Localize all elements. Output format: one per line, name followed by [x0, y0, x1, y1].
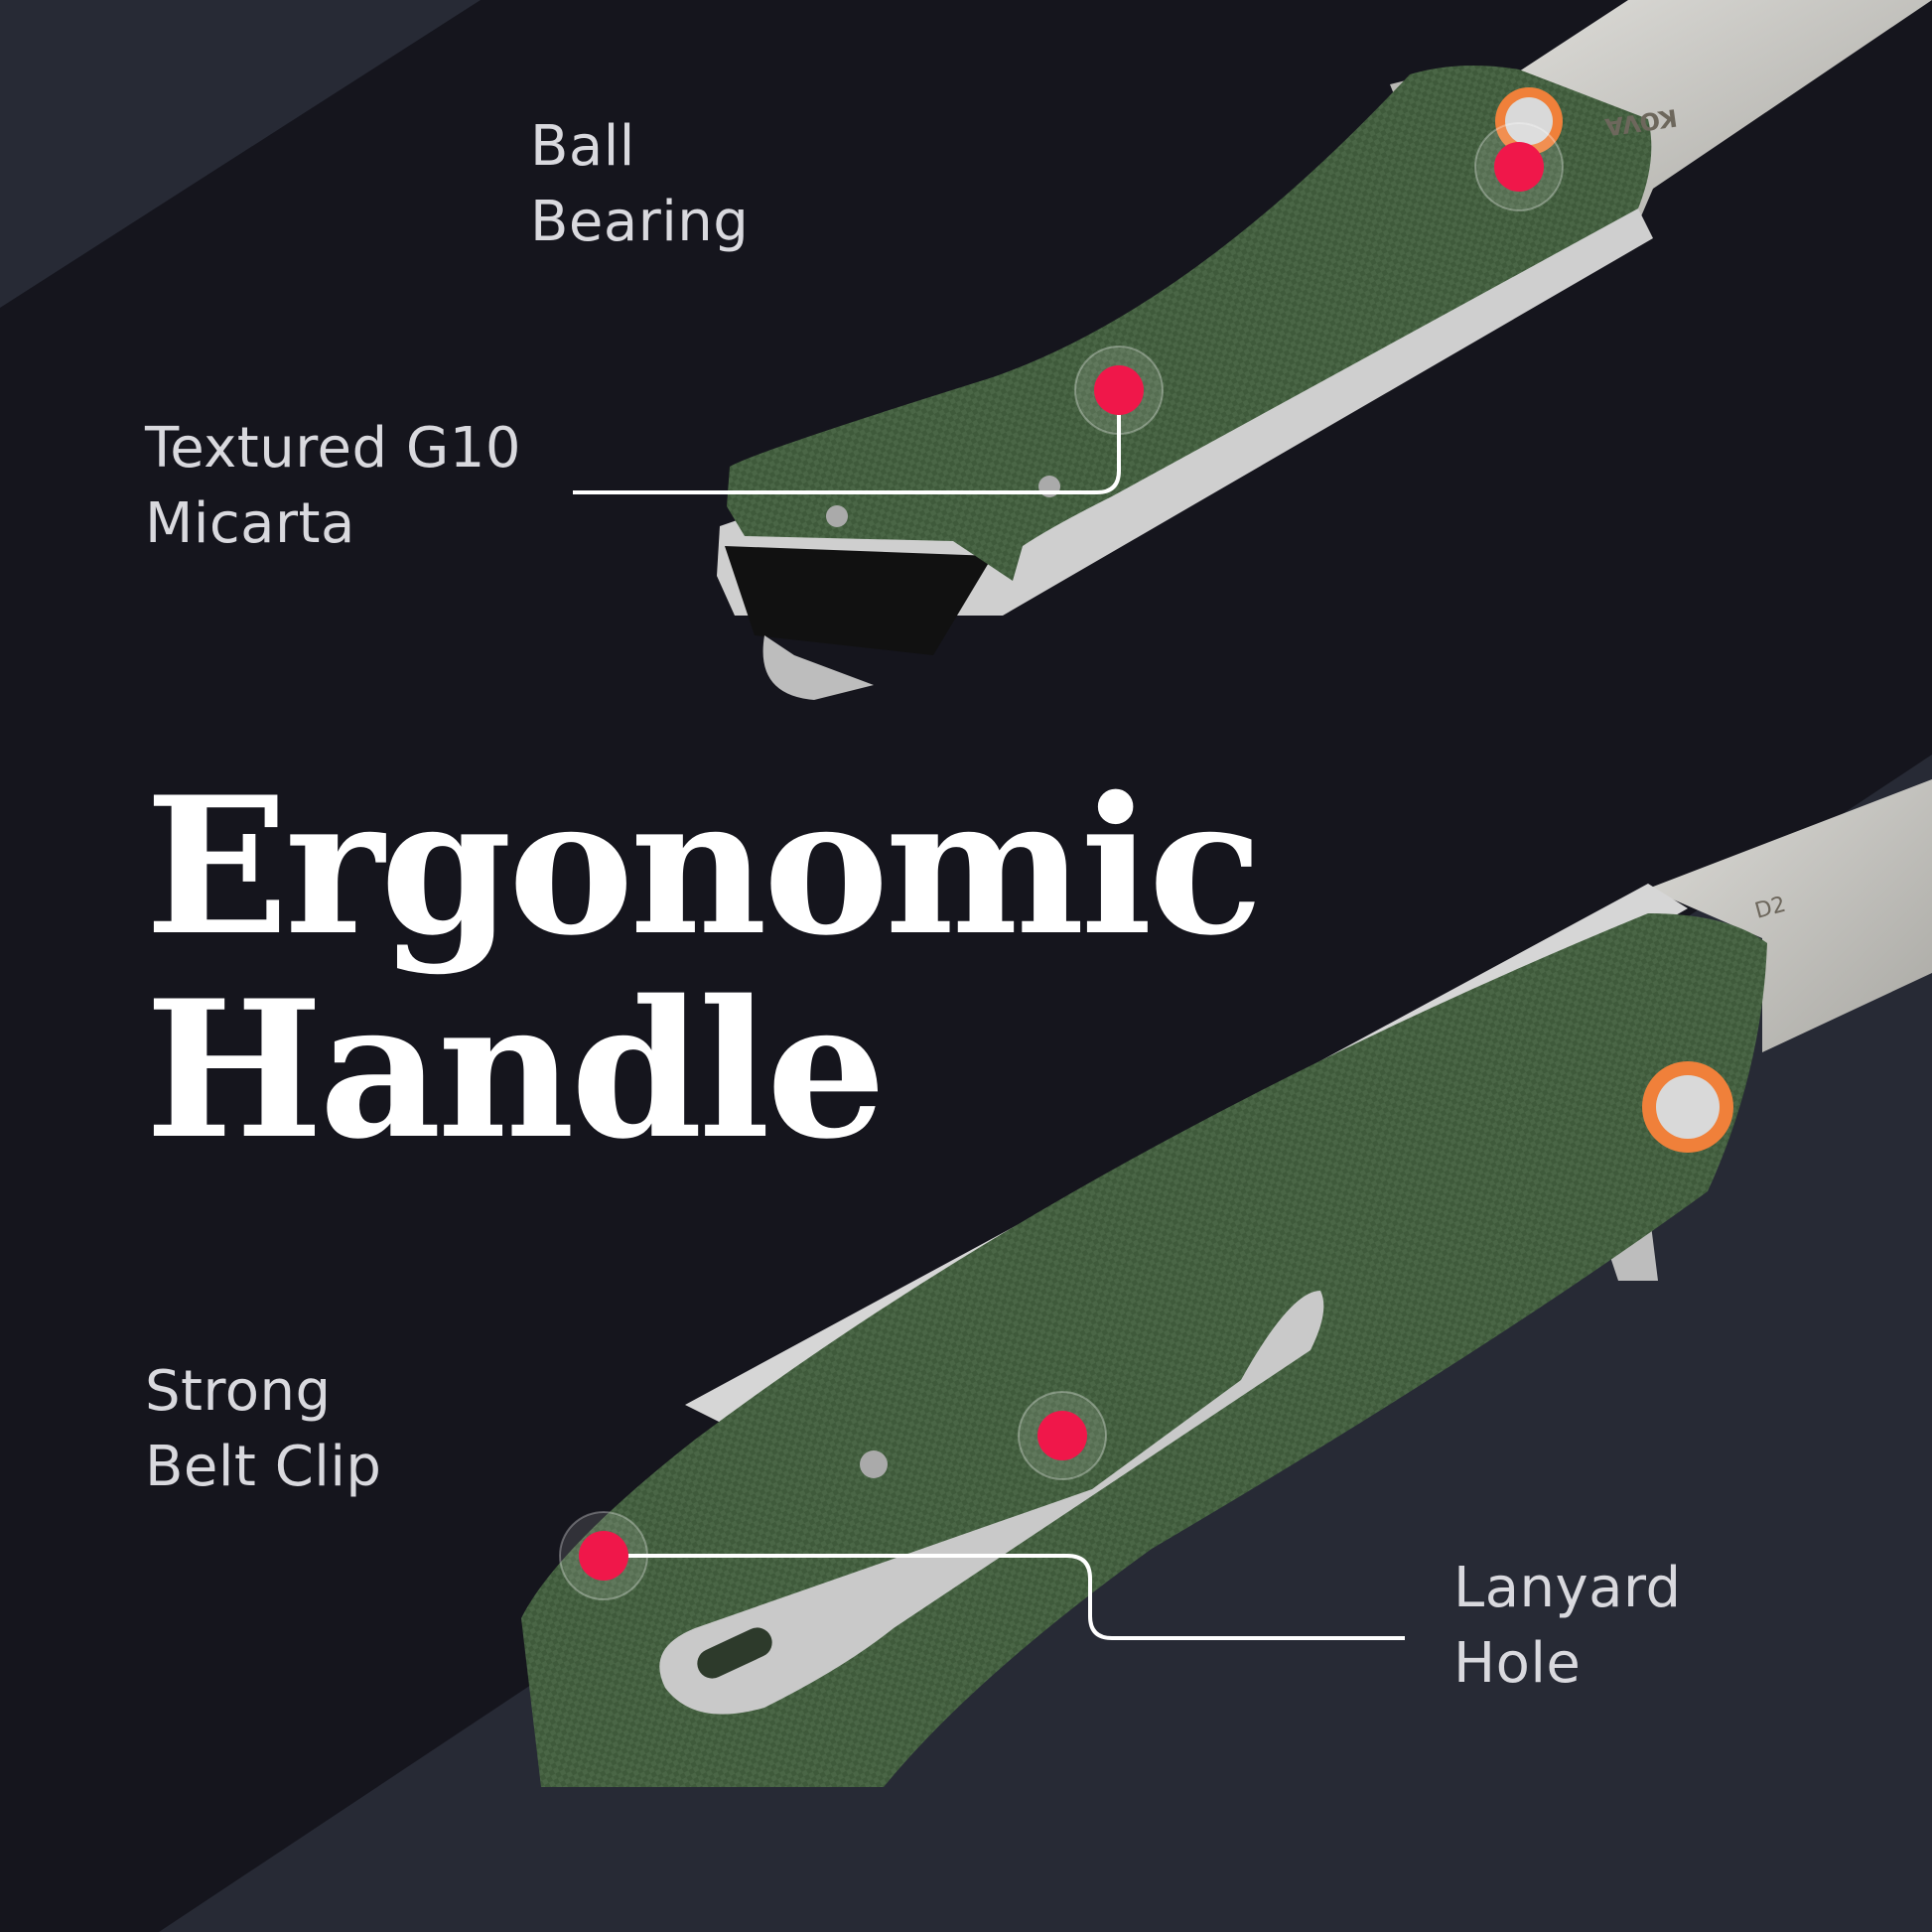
callout-dot-textured-g10 — [1074, 345, 1164, 435]
callout-text: Strong — [145, 1359, 332, 1424]
callout-text: Textured G10 — [145, 416, 521, 481]
callout-text: Micarta — [145, 491, 355, 556]
background-panel-top-left — [0, 0, 481, 308]
callout-text: Lanyard — [1453, 1556, 1682, 1620]
callout-text: Belt Clip — [145, 1435, 382, 1499]
callout-text: Hole — [1453, 1631, 1582, 1696]
top-screw — [826, 505, 848, 527]
callout-label-lanyard-hole: Lanyard Hole — [1453, 1551, 1682, 1702]
top-knife-image: KOVA — [717, 0, 1932, 700]
callout-dot-ball-bearing — [1474, 122, 1564, 211]
callout-label-belt-clip: Strong Belt Clip — [145, 1354, 381, 1505]
bottom-blade — [1648, 779, 1932, 1052]
title-line: Handle — [145, 959, 887, 1180]
callout-dot-lanyard-hole — [559, 1511, 648, 1600]
callout-text: Ball — [530, 114, 635, 179]
belt-clip — [659, 1291, 1324, 1715]
bottom-screw — [860, 1450, 888, 1478]
title-line: Ergonomic — [145, 756, 1263, 977]
callout-line-lanyard-hole — [604, 1554, 1405, 1640]
top-backspacer — [725, 546, 993, 655]
page-title: Ergonomic Handle — [145, 756, 1263, 1180]
callout-label-ball-bearing: Ball Bearing — [530, 109, 749, 260]
callout-dot-belt-clip — [1018, 1391, 1107, 1480]
bottom-knife-image: D2 — [521, 779, 1932, 1787]
callout-label-textured-g10: Textured G10 Micarta — [145, 411, 521, 562]
callout-text: Bearing — [530, 190, 750, 254]
clip-slot — [697, 1627, 772, 1679]
bottom-handle — [521, 913, 1767, 1787]
top-handle — [727, 66, 1652, 581]
top-pocket-clip — [762, 635, 874, 700]
callout-line-textured-g10 — [573, 390, 1121, 494]
